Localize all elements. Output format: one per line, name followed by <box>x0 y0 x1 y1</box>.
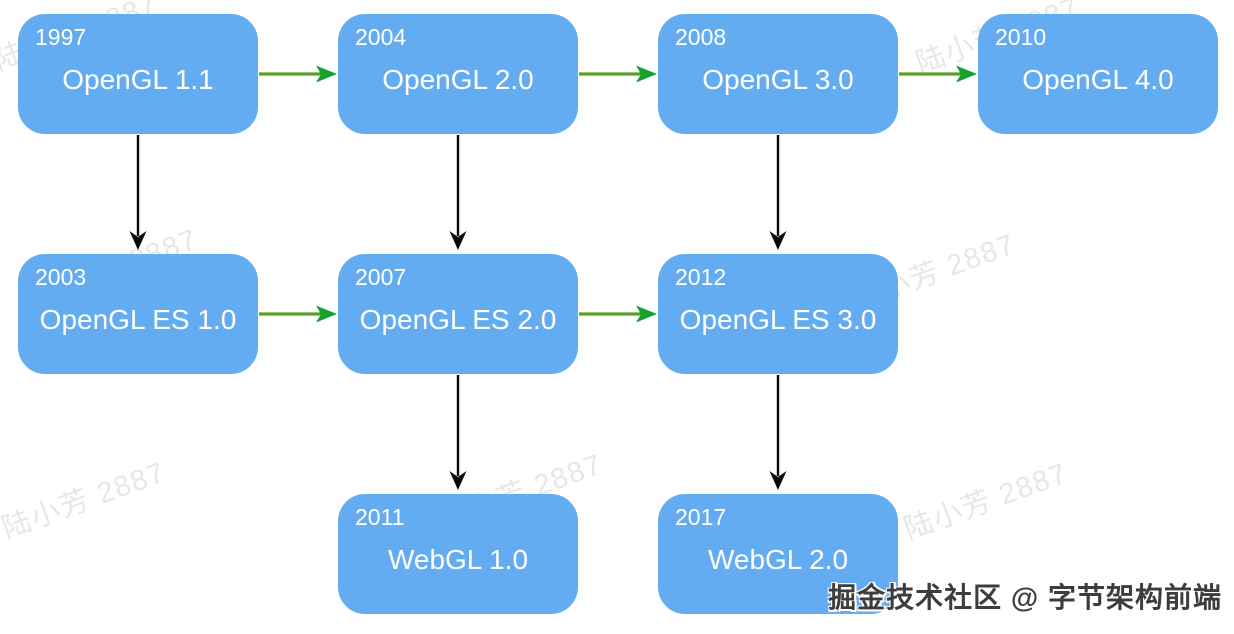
arrow-opengl-2-0-to-opengl-es-2-0 <box>449 135 467 250</box>
node-year: 2007 <box>355 264 407 290</box>
node-label: OpenGL ES 1.0 <box>39 304 237 335</box>
caption: 掘金技术社区 @ 字节架构前端 <box>828 582 1222 613</box>
node-year: 2011 <box>355 504 405 530</box>
node-label: WebGL 1.0 <box>387 544 529 575</box>
node-label: OpenGL 3.0 <box>702 64 854 95</box>
node-year: 2012 <box>675 264 727 290</box>
arrow-opengl-1-1-to-opengl-es-1-0 <box>129 135 147 250</box>
arrow-opengl-es-3-0-to-webgl-2-0 <box>769 375 787 490</box>
arrow-opengl-2-0-to-opengl-3-0 <box>579 65 657 83</box>
node-label: OpenGL ES 3.0 <box>679 304 877 335</box>
arrow-opengl-3-0-to-opengl-4-0 <box>899 65 977 83</box>
node-label: OpenGL 2.0 <box>382 64 534 95</box>
node-year: 2017 <box>675 504 727 530</box>
arrow-opengl-3-0-to-opengl-es-3-0 <box>769 135 787 250</box>
node-label: OpenGL 4.0 <box>1022 64 1174 95</box>
arrow-opengl-es-1-0-to-opengl-es-2-0 <box>259 305 337 323</box>
node-year: 2008 <box>675 24 727 50</box>
node-label: WebGL 2.0 <box>707 544 849 575</box>
arrow-opengl-es-2-0-to-webgl-1-0 <box>449 375 467 490</box>
node-year: 2003 <box>35 264 87 290</box>
node-label: OpenGL 1.1 <box>62 64 214 95</box>
arrow-opengl-1-1-to-opengl-2-0 <box>259 65 337 83</box>
node-label: OpenGL ES 2.0 <box>359 304 557 335</box>
node-year: 2004 <box>355 24 407 50</box>
node-year: 2010 <box>995 24 1047 50</box>
node-year: 1997 <box>35 24 87 50</box>
arrow-opengl-es-2-0-to-opengl-es-3-0 <box>579 305 657 323</box>
